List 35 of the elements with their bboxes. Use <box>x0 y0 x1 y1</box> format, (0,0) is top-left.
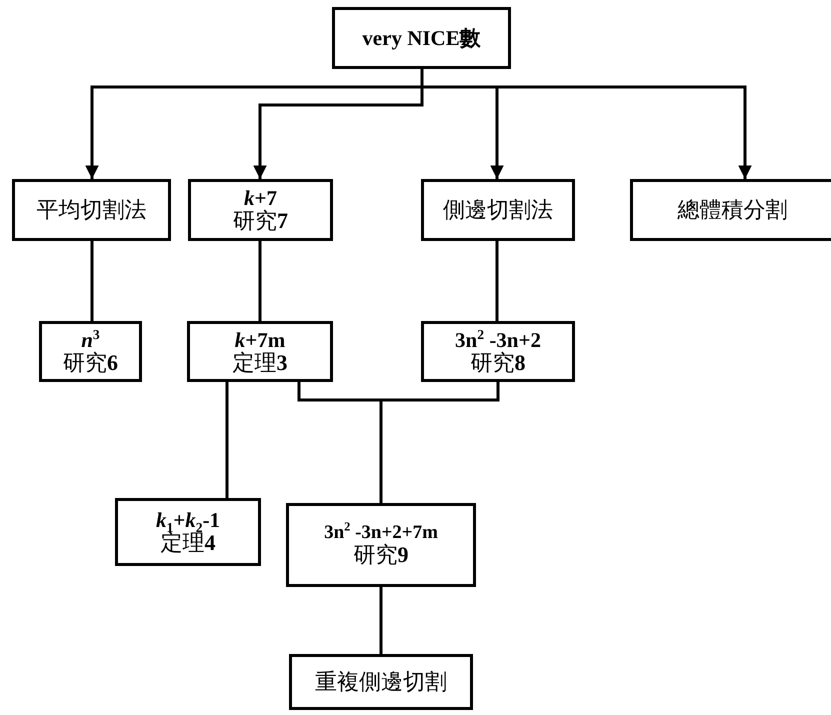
connector-line <box>380 382 500 503</box>
formula-text: 3n$^{2}$ -3n+2 <box>455 328 541 351</box>
process-box <box>188 179 333 241</box>
box-label: 定理4 <box>160 531 216 555</box>
process-box <box>187 321 333 382</box>
box-label: 定理3 <box>232 350 288 374</box>
connector-line <box>380 587 382 654</box>
process-box <box>421 179 575 241</box>
formula-text: 3n$^{2}$ -3n+2+7m <box>324 523 438 544</box>
formula-text: n$^{3}$ <box>81 328 100 351</box>
connector-line <box>90 241 94 321</box>
process-box <box>421 321 575 382</box>
connector-line <box>258 241 262 321</box>
box-label: 平均切割法 <box>36 198 146 222</box>
connector-line <box>226 382 228 498</box>
formula-text: k+7m <box>234 328 286 351</box>
process-box <box>289 654 473 710</box>
arrow <box>420 69 752 179</box>
box-label: 研究7 <box>233 209 288 233</box>
box-label: 研究6 <box>63 350 118 374</box>
formula-text: k$_{1}$+k$_{2}$-1 <box>156 509 220 532</box>
process-box <box>39 321 142 382</box>
box-label: 研究9 <box>354 543 408 567</box>
connector-line <box>496 241 498 321</box>
process-box <box>286 503 476 587</box>
process-box <box>115 498 261 566</box>
process-box <box>12 179 171 241</box>
formula-text: k+7 <box>244 187 277 210</box>
box-label: very NICE數 <box>362 26 481 50</box>
process-box <box>332 7 511 69</box>
box-label: 總體積分割 <box>678 198 788 222</box>
box-label: 研究8 <box>470 350 526 374</box>
box-label: 重複側邊切割 <box>315 670 447 694</box>
process-box <box>630 179 831 241</box>
box-label: 側邊切割法 <box>443 198 553 222</box>
